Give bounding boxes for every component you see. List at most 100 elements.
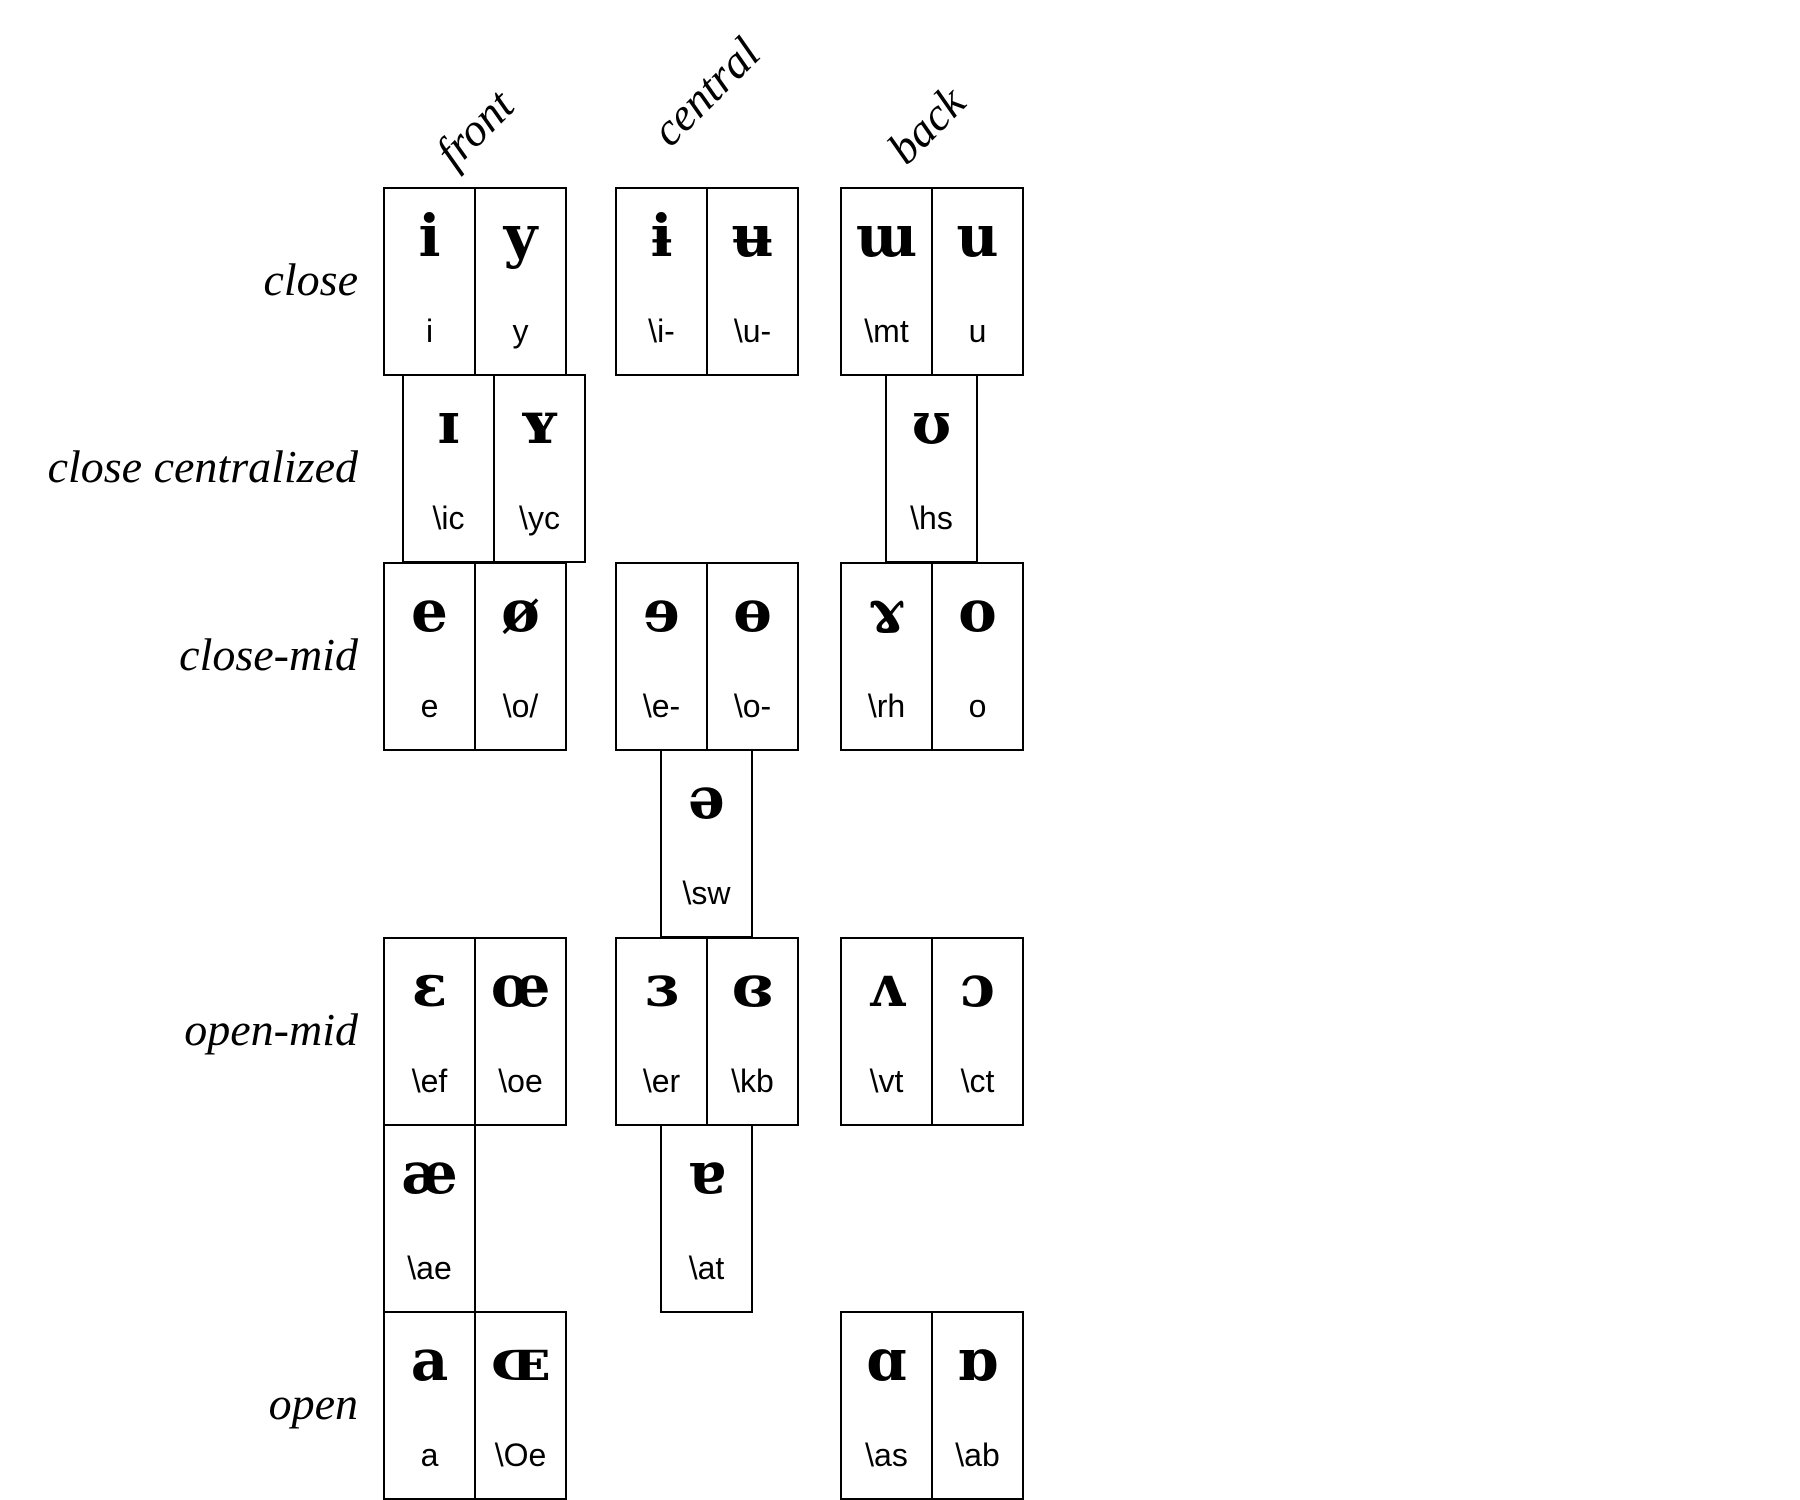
row-label-open-mid: open-mid: [184, 1004, 358, 1055]
vowel-code: y: [512, 313, 529, 349]
vowel-cell: ʉ \u-: [706, 189, 797, 374]
vowel-cell: ɞ\kb: [706, 939, 797, 1124]
vowel-code: u: [968, 313, 987, 349]
vowel-code: \mt: [864, 313, 909, 349]
vowel-cell: ɨ \i-: [617, 189, 706, 374]
vowel-cell: ɯ \mt: [842, 189, 931, 374]
vowel-symbol: a: [410, 1326, 449, 1394]
vowel-symbol: ɪ: [437, 389, 460, 457]
vowel-box-close-centralized-front-offset: ɪ \ic ʏ \yc: [402, 374, 586, 563]
vowel-symbol: æ: [401, 1139, 458, 1207]
vowel-cell: ɶ \Oe: [474, 1313, 565, 1498]
vowel-symbol: ʊ: [911, 389, 952, 457]
vowel-code: \sw: [682, 875, 731, 911]
vowel-cell: ɘ \e-: [617, 564, 706, 749]
vowel-symbol: e: [411, 577, 448, 645]
vowel-code: \i-: [648, 313, 675, 349]
vowel-box-close-centralized-back-mid: ʊ \hs: [885, 374, 978, 563]
row-label-close-mid: close-mid: [179, 629, 358, 680]
vowel-code: \ab: [955, 1437, 1000, 1473]
vowel-cell: ɑ \as: [842, 1313, 931, 1498]
row-label-close-centralized: close centralized: [47, 441, 358, 492]
vowel-symbol: ɵ: [733, 577, 772, 645]
vowel-cell: ə \sw: [662, 751, 751, 936]
vowel-code: \ae: [407, 1250, 452, 1286]
vowel-code: \vt: [869, 1063, 904, 1099]
vowel-code: \as: [865, 1437, 908, 1473]
vowel-cell: ʌ\vt: [842, 939, 931, 1124]
vowel-cell: ʊ \hs: [887, 376, 976, 561]
vowel-symbol: ø: [501, 577, 540, 645]
vowel-code: a: [420, 1437, 439, 1473]
vowel-code: e: [420, 688, 439, 724]
vowel-box-mid-central-mid: ə \sw: [660, 749, 753, 938]
vowel-cell: ɤ\rh: [842, 564, 931, 749]
vowel-code: \Oe: [494, 1437, 547, 1473]
vowel-code: \ic: [432, 500, 465, 536]
vowel-symbol: ɑ: [866, 1326, 907, 1394]
vowel-code: \e-: [642, 688, 681, 724]
vowel-cell: ɔ \ct: [931, 939, 1022, 1124]
vowel-cell: ɐ \at: [662, 1126, 751, 1311]
vowel-cell: ɒ \ab: [931, 1313, 1022, 1498]
vowel-symbol: ʉ: [731, 202, 774, 270]
vowel-symbol: ɜ: [645, 952, 678, 1020]
vowel-symbol: ɯ: [855, 202, 918, 270]
vowel-symbol: ɒ: [957, 1326, 998, 1394]
vowel-cell: ɵ \o-: [706, 564, 797, 749]
vowel-box-close-central: ɨ \i-ʉ \u-: [615, 187, 799, 376]
vowel-code: \yc: [519, 500, 560, 536]
vowel-symbol: œ: [490, 952, 551, 1020]
vowel-code: \at: [688, 1250, 725, 1286]
column-header-front: front: [425, 79, 524, 178]
vowel-code: \oe: [498, 1063, 543, 1099]
vowel-symbol: ɘ: [643, 577, 680, 645]
vowel-box-near-open-front: æ \ae: [383, 1124, 476, 1313]
vowel-code: \o-: [733, 688, 772, 724]
vowel-cell: ɪ \ic: [404, 376, 493, 561]
vowel-symbol: o: [958, 577, 997, 645]
vowel-cell: ɛ\ef: [385, 939, 474, 1124]
vowel-cell: ɜ\er: [617, 939, 706, 1124]
vowel-symbol: ɨ: [650, 202, 673, 270]
vowel-cell: œ \oe: [474, 939, 565, 1124]
vowel-symbol: ɞ: [731, 952, 774, 1020]
vowel-cell: æ \ae: [385, 1126, 474, 1311]
vowel-cell: ø \o/: [474, 564, 565, 749]
vowel-code: \hs: [910, 500, 953, 536]
vowel-symbol: ə: [688, 764, 725, 832]
vowel-code: \ef: [411, 1063, 448, 1099]
vowel-symbol: i: [418, 202, 441, 270]
column-header-back: back: [877, 75, 975, 174]
vowel-code: \ct: [960, 1063, 995, 1099]
vowel-cell: ʏ \yc: [493, 376, 584, 561]
vowel-box-near-open-central-mid: ɐ \at: [660, 1124, 753, 1313]
vowel-symbol: ɐ: [687, 1139, 726, 1207]
vowel-symbol: y: [503, 202, 538, 270]
vowel-box-open-back: ɑ \as ɒ \ab: [840, 1311, 1024, 1500]
vowel-symbol: ɶ: [489, 1326, 552, 1394]
vowel-code: \u-: [733, 313, 772, 349]
column-header-central: central: [641, 27, 770, 156]
vowel-code: i: [425, 313, 434, 349]
vowel-symbol: ɔ: [959, 952, 996, 1020]
vowel-box-close-mid-central: ɘ \e-ɵ \o-: [615, 562, 799, 751]
vowel-code: \o/: [502, 688, 539, 724]
vowel-symbol: ʏ: [518, 389, 561, 457]
vowel-code: \rh: [867, 688, 906, 724]
vowel-box-open-mid-back: ʌ\vt ɔ \ct: [840, 937, 1024, 1126]
row-label-close: close: [263, 254, 358, 305]
vowel-symbol: u: [956, 202, 999, 270]
